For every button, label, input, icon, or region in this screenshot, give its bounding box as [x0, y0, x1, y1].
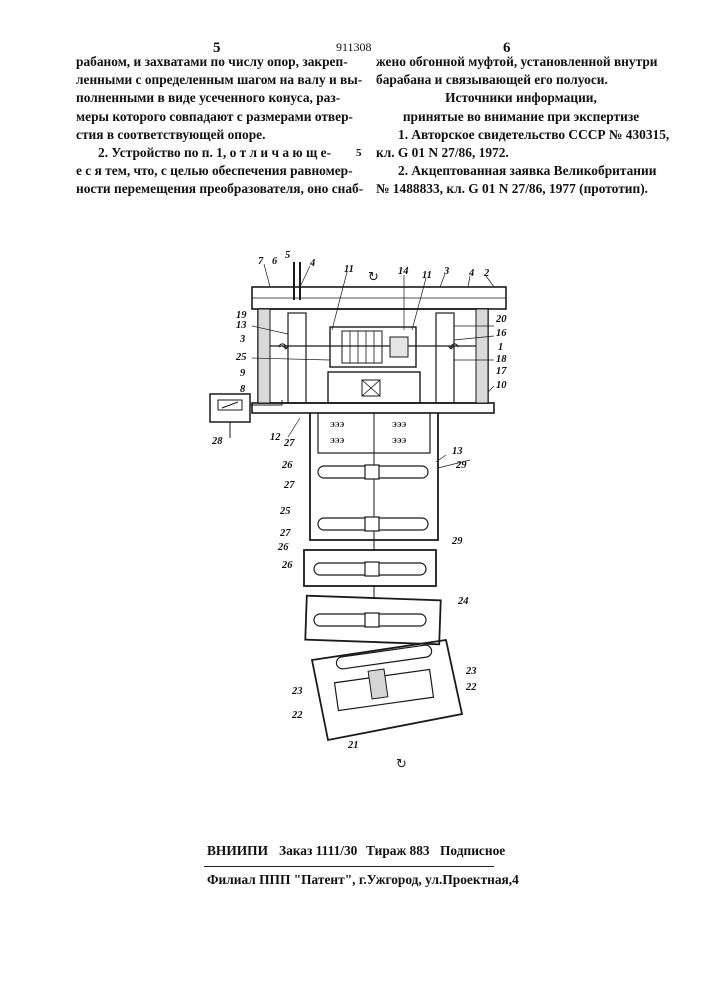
- instrument-box: [210, 394, 250, 422]
- fig-label: 4: [310, 258, 315, 269]
- footer-subscription: Подписное: [440, 843, 505, 859]
- fig-label: 17: [496, 366, 507, 377]
- fig-label: 28: [212, 436, 223, 447]
- footer-order: Заказ 1111/30: [279, 843, 357, 859]
- rotation-arrow-icon: ↻: [368, 270, 379, 285]
- fig-label: 7: [258, 256, 263, 267]
- fig-label: 27: [284, 480, 295, 491]
- fig-label: 26: [282, 560, 293, 571]
- fig-label: 3: [444, 266, 449, 277]
- fig-label: 3: [240, 334, 245, 345]
- fig-label: 12: [270, 432, 281, 443]
- coil-label: ЭЭЭ: [330, 421, 344, 429]
- fig-label: 26: [278, 542, 289, 553]
- coil-label: ЭЭЭ: [392, 421, 406, 429]
- fig-label: 20: [496, 314, 507, 325]
- fig-label: 25: [236, 352, 247, 363]
- fig-label: 2: [484, 268, 489, 279]
- footer-divider: [204, 866, 494, 867]
- rotation-arrow-icon: ↷: [278, 341, 290, 356]
- fig-label: 10: [496, 380, 507, 391]
- fig-label: 13: [236, 320, 247, 331]
- fig-label: 4: [469, 268, 474, 279]
- fig-label: 26: [282, 460, 293, 471]
- fig-label: 29: [456, 460, 467, 471]
- fig-label: 22: [292, 710, 303, 721]
- footer-org: ВНИИПИ: [207, 843, 268, 859]
- coil-label: ЭЭЭ: [392, 437, 406, 445]
- fig-label: 18: [496, 354, 507, 365]
- rotation-arrow-icon: ↻: [396, 757, 407, 772]
- fig-label: 8: [240, 384, 245, 395]
- fig-label: 24: [458, 596, 469, 607]
- fig-label: 23: [292, 686, 303, 697]
- fig-label: 16: [496, 328, 507, 339]
- fig-label: 21: [348, 740, 359, 751]
- coil-label: ЭЭЭ: [330, 437, 344, 445]
- footer-circulation: Тираж 883: [366, 843, 430, 859]
- fig-label: 1: [498, 342, 503, 353]
- fig-label: 27: [280, 528, 291, 539]
- fig-label: 14: [398, 266, 409, 277]
- fig-label: 29: [452, 536, 463, 547]
- fig-label: 11: [422, 270, 432, 281]
- fig-label: 5: [285, 250, 290, 261]
- base-plate: [252, 403, 494, 413]
- fig-label: 9: [240, 368, 245, 379]
- fig-label: 11: [344, 264, 354, 275]
- fig-label: 6: [272, 256, 277, 267]
- footer-branch: Филиал ППП "Патент", г.Ужгород, ул.Проек…: [207, 872, 519, 888]
- fig-label: 25: [280, 506, 291, 517]
- fig-label: 22: [466, 682, 477, 693]
- fig-label: 27: [284, 438, 295, 449]
- rotation-arrow-icon: ↶: [448, 341, 459, 356]
- fig-label: 23: [466, 666, 477, 677]
- fig-label: 13: [452, 446, 463, 457]
